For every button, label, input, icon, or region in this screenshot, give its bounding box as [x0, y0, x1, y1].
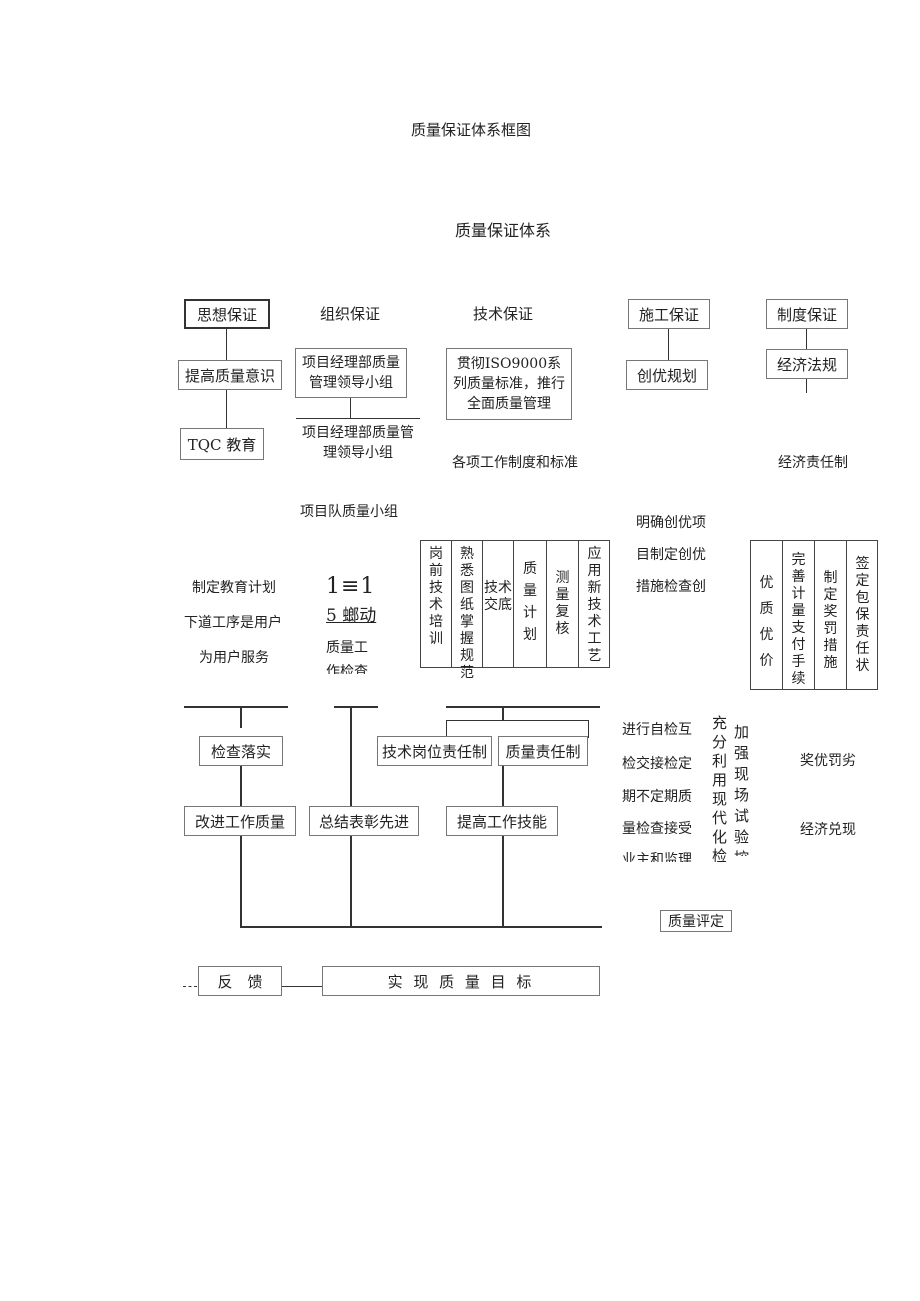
connector — [502, 836, 504, 928]
bracket-right — [588, 720, 589, 738]
connector — [668, 329, 669, 360]
site-test-col: 加强现场试验控 — [734, 722, 754, 856]
modern-test-text: 充分利用现代化检 — [712, 714, 728, 862]
inspect-box: 检查落实 — [199, 736, 283, 766]
excellence-line: 目制定创优 — [636, 547, 706, 563]
pillar-tech: 技术保证 — [473, 305, 534, 323]
connector — [806, 379, 807, 393]
modern-test-col: 充分利用现代化检 — [712, 714, 732, 862]
clip-region: 业主和监理 — [622, 852, 712, 862]
page-title: 质量保证体系框图 — [411, 121, 532, 139]
edu-plan-line: 为用户服务 — [199, 650, 269, 666]
edu-plan-line: 制定教育计划 — [192, 580, 276, 596]
bar-right — [446, 706, 600, 708]
pillar-thought: 思想保证 — [184, 299, 270, 329]
excellence-plan-box: 创优规划 — [626, 360, 708, 390]
self-check-line: 检交接检定 — [622, 756, 692, 772]
tech-col-text: 熟悉图纸掌握规范 — [460, 546, 474, 681]
tech-duty-box: 技术岗位责任制 — [377, 736, 492, 766]
bar-left — [184, 706, 288, 708]
bottom-bus — [240, 926, 602, 928]
bus-line — [502, 708, 504, 720]
econ-duty-label: 经济责任制 — [778, 455, 848, 471]
tech-col: 熟悉图纸掌握规范 — [451, 540, 482, 681]
reward-label: 奖优罚劣 — [800, 753, 856, 769]
feedback-dash — [183, 986, 197, 987]
tech-col: 岗前技术培训 — [420, 540, 451, 668]
clip-region: 作检查 — [326, 664, 386, 674]
improve-box: 改进工作质量 — [184, 806, 296, 836]
bus-line — [240, 708, 242, 728]
system-col-text: 完善计量支付手续 — [791, 552, 806, 687]
tech-col: 质量计划 — [513, 540, 546, 668]
bracket-left — [446, 720, 447, 738]
excellence-line: 措施检查创 — [636, 579, 706, 595]
tech-col-text: 岗前技术培训 — [429, 546, 443, 647]
quality-work-label: 质量工 — [326, 640, 368, 656]
evaluation-box: 质量评定 — [660, 910, 732, 932]
self-check-line: 量检查接受 — [622, 821, 692, 837]
pillar-org: 组织保证 — [320, 305, 381, 323]
pillar-system: 制度保证 — [766, 299, 848, 329]
goal-box: 实 现 质 量 目 标 — [322, 966, 600, 996]
system-col: 完善计量支付手续 — [782, 540, 814, 690]
quality-duty-box: 质量责任制 — [498, 736, 588, 766]
tqc-box: TQC 教育 — [180, 428, 264, 460]
edu-plan-line: 下道工序是用户 — [184, 615, 282, 631]
tech-col-text: 应用新技术工艺 — [587, 546, 602, 664]
self-check-line: 期不定期质 — [622, 789, 692, 805]
skill-box: 提高工作技能 — [446, 806, 558, 836]
connector — [806, 329, 807, 349]
org-lead-box: 项目经理部质量管理领导小组 — [295, 348, 407, 398]
connector — [502, 766, 504, 806]
mark-top: 1≡1 — [326, 574, 376, 599]
team-label: 项目队质量小组 — [300, 504, 398, 520]
mark-bottom: 5 螂动 — [326, 606, 377, 626]
bracket-top — [446, 720, 588, 721]
quality-work-label-2: 作检查 — [326, 664, 368, 674]
site-test-text: 加强现场试验控 — [734, 723, 750, 856]
pillar-construction: 施工保证 — [628, 299, 710, 329]
system-col-text: 优质优价 — [759, 575, 774, 669]
org-lead-text: 项目经理部质量管理领导小组 — [302, 425, 414, 461]
connector — [226, 390, 227, 428]
connector — [282, 986, 322, 987]
econ-law-box: 经济法规 — [766, 349, 848, 379]
tech-col-text: 技术交底 — [484, 580, 512, 613]
system-col: 签定包保责任状 — [846, 540, 878, 690]
connector — [350, 398, 351, 418]
tech-columns-table — [420, 540, 610, 668]
system-col-text: 签定包保责任状 — [855, 556, 870, 674]
summary-box: 总结表彰先进 — [309, 806, 419, 836]
diagram-subtitle: 质量保证体系 — [455, 221, 552, 240]
system-col: 制定奖罚措施 — [814, 540, 846, 690]
connector — [240, 766, 242, 806]
excellence-line: 明确创优项 — [636, 515, 706, 531]
connector — [226, 329, 227, 360]
tech-col-text: 测量复核 — [555, 570, 570, 637]
tech-col-text: 质量计划 — [523, 561, 537, 643]
feedback-box: 反 馈 — [198, 966, 282, 996]
connector — [240, 836, 242, 928]
standards-label: 各项工作制度和标准 — [452, 455, 578, 471]
self-check-line: 进行自检互 — [622, 722, 692, 738]
awareness-box: 提高质量意识 — [178, 360, 282, 390]
bar-mid — [334, 706, 378, 708]
iso-box: 贯彻ISO9000系列质量标准，推行全面质量管理 — [446, 348, 572, 420]
tech-col: 测量复核 — [546, 540, 578, 668]
self-check-line: 业主和监理 — [622, 852, 692, 862]
divider — [296, 418, 420, 419]
tech-col: 应用新技术工艺 — [578, 540, 610, 668]
tech-col: 技术交底 — [482, 540, 513, 668]
system-col: 优质优价 — [750, 540, 782, 690]
cash-label: 经济兑现 — [800, 822, 856, 838]
system-col-text: 制定奖罚措施 — [823, 570, 838, 671]
